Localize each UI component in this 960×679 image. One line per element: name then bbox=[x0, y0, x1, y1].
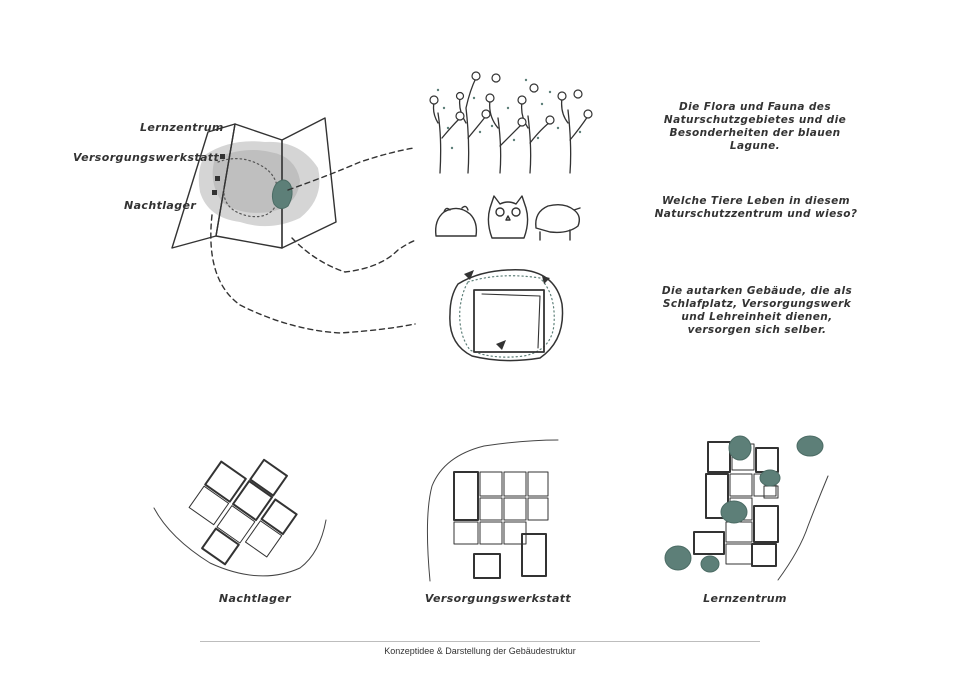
animals-sketch bbox=[434, 195, 581, 241]
boar-icon bbox=[535, 203, 581, 241]
tree-blob-6 bbox=[700, 555, 720, 573]
description-animals: Welche Tiere Leben in diesem Naturschutz… bbox=[654, 195, 858, 220]
tree-blob-1 bbox=[728, 435, 752, 461]
description-buildings: Die autarken Gebäude, die als Schlafplat… bbox=[661, 285, 853, 336]
map-label-nachtlager: Nachtlager bbox=[124, 199, 197, 212]
connector-to-buildings bbox=[210, 214, 416, 334]
arrow-top-right-icon bbox=[542, 276, 550, 284]
footer-caption: Konzeptidee & Darstellung der Gebäudestr… bbox=[384, 646, 576, 656]
buildings-dotted-loop bbox=[459, 275, 555, 358]
tree-blob-3 bbox=[759, 469, 781, 487]
map-lagoon bbox=[271, 179, 293, 210]
plan-lernzentrum-terrain bbox=[777, 475, 829, 581]
plan-versorgungswerkstatt bbox=[426, 439, 559, 582]
arrow-bottom-icon bbox=[496, 340, 506, 350]
folded-map-sketch bbox=[171, 117, 337, 249]
buildings-outer-loop bbox=[449, 269, 564, 362]
map-label-versorgungswerkstatt: Versorgungswerkstatt bbox=[73, 151, 220, 164]
frog-icon bbox=[434, 205, 478, 237]
caption-versorgungswerkstatt: Versorgungswerkstatt bbox=[424, 592, 572, 605]
map-label-lernzentrum: Lernzentrum bbox=[140, 121, 224, 134]
buildings-sketch bbox=[449, 269, 564, 362]
connector-to-animals bbox=[291, 237, 417, 273]
caption-lernzentrum: Lernzentrum bbox=[703, 592, 787, 605]
plan-nachtlager-terrain bbox=[153, 507, 327, 577]
map-panel-right bbox=[281, 117, 337, 249]
plan-nachtlager bbox=[153, 458, 327, 577]
connector-to-flora bbox=[287, 147, 415, 191]
plan-versorgungswerkstatt-terrain bbox=[426, 439, 559, 582]
map-marker-1 bbox=[220, 154, 225, 159]
map-marker-3 bbox=[212, 190, 217, 195]
buildings-square bbox=[473, 289, 545, 353]
tree-blob-2 bbox=[796, 435, 824, 457]
description-flora: Die Flora und Fauna des Naturschutzgebie… bbox=[663, 101, 847, 152]
map-marker-2 bbox=[215, 176, 220, 181]
plan-lernzentrum bbox=[664, 435, 829, 581]
caption-nachtlager: Nachtlager bbox=[218, 592, 292, 605]
flora-sketch bbox=[429, 71, 593, 174]
footer-divider bbox=[200, 641, 760, 642]
owl-icon bbox=[487, 195, 529, 239]
tree-blob-4 bbox=[720, 500, 748, 524]
arrow-top-left-icon bbox=[464, 270, 474, 280]
tree-blob-5 bbox=[664, 545, 692, 571]
